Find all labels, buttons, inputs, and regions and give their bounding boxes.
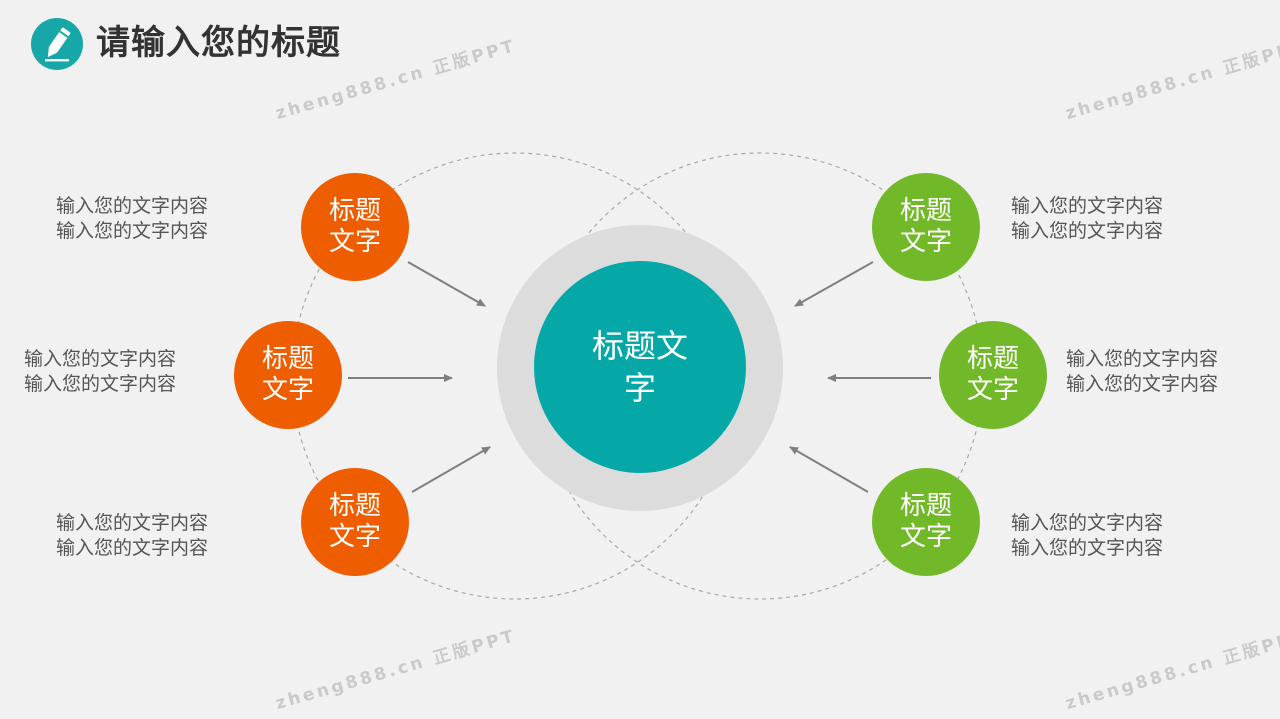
desc-line: 输入您的文字内容 xyxy=(56,220,209,242)
desc-line: 输入您的文字内容 xyxy=(56,537,209,559)
left-desc-1: 输入您的文字内容 输入您的文字内容 xyxy=(56,194,208,244)
center-label: 标题文字 xyxy=(591,327,688,407)
node-label: 标题文字 xyxy=(899,491,952,552)
right-node-2: 标题文字 xyxy=(939,321,1047,429)
desc-line: 输入您的文字内容 xyxy=(1011,195,1164,217)
desc-line: 输入您的文字内容 xyxy=(1011,512,1164,534)
desc-line: 输入您的文字内容 xyxy=(1066,348,1219,370)
page-title: 请输入您的标题 xyxy=(96,23,341,63)
arrow-left-top xyxy=(407,261,486,307)
left-desc-2: 输入您的文字内容 输入您的文字内容 xyxy=(24,347,176,397)
left-desc-3: 输入您的文字内容 输入您的文字内容 xyxy=(56,511,208,561)
node-label: 标题文字 xyxy=(328,196,381,257)
desc-line: 输入您的文字内容 xyxy=(1011,537,1164,559)
center-circle: 标题文字 xyxy=(534,261,746,473)
node-label: 标题文字 xyxy=(966,344,1019,405)
node-label: 标题文字 xyxy=(328,491,381,552)
right-node-1: 标题文字 xyxy=(872,173,980,281)
pencil-icon xyxy=(45,27,71,62)
right-desc-1: 输入您的文字内容 输入您的文字内容 xyxy=(1011,194,1163,244)
right-desc-3: 输入您的文字内容 输入您的文字内容 xyxy=(1011,511,1163,561)
arrow-right-top xyxy=(794,261,874,307)
desc-line: 输入您的文字内容 xyxy=(56,195,209,217)
left-node-3: 标题文字 xyxy=(301,468,409,576)
right-desc-2: 输入您的文字内容 输入您的文字内容 xyxy=(1066,347,1218,397)
desc-line: 输入您的文字内容 xyxy=(1066,373,1219,395)
header-icon-circle xyxy=(31,18,83,70)
desc-line: 输入您的文字内容 xyxy=(56,512,209,534)
desc-line: 输入您的文字内容 xyxy=(24,348,177,370)
node-label: 标题文字 xyxy=(261,344,314,405)
desc-line: 输入您的文字内容 xyxy=(1011,220,1164,242)
left-node-2: 标题文字 xyxy=(234,321,342,429)
arrow-left-bottom xyxy=(411,446,491,493)
node-label: 标题文字 xyxy=(899,196,952,257)
desc-line: 输入您的文字内容 xyxy=(24,373,177,395)
left-node-1: 标题文字 xyxy=(301,173,409,281)
arrow-right-bottom xyxy=(789,446,869,493)
right-node-3: 标题文字 xyxy=(872,468,980,576)
